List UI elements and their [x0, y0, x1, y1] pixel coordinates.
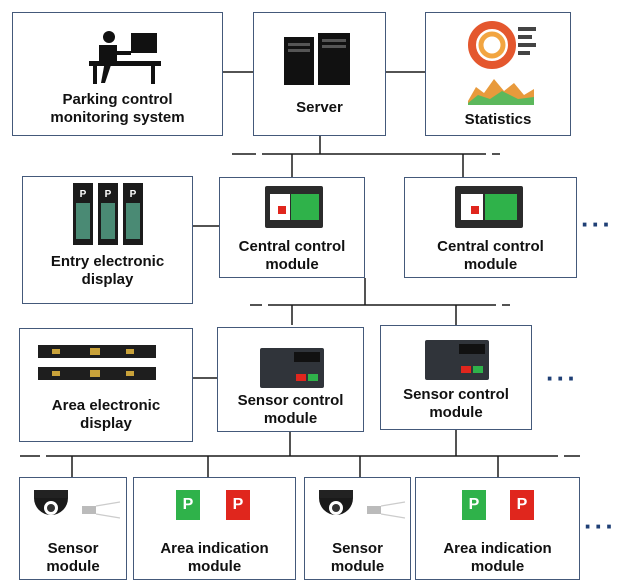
svg-text:P: P [80, 189, 87, 200]
sensor-control-label-1: Sensor control module [237, 392, 344, 427]
parking-monitoring-label: Parking control monitoring system [50, 91, 185, 126]
sensor-controller-icon [260, 348, 324, 388]
more-sensor-control-ellipsis: ··· [546, 363, 578, 393]
control-panel-icon [455, 186, 523, 228]
occupied-sign-icon: P [226, 490, 250, 520]
more-central-modules-ellipsis: ··· [581, 209, 613, 239]
central-control-label-1: Central control module [238, 238, 346, 273]
camera-sensor-icon [34, 490, 121, 519]
area-display-label: Area electronic display [51, 397, 161, 432]
area-display-node: Area electronic display [19, 328, 193, 442]
sensor-module-label-1: Sensor module [46, 540, 100, 575]
area-display-icon [38, 345, 156, 380]
operator-desk-icon [89, 31, 161, 84]
entry-display-icon: P P P [73, 183, 143, 245]
area-indication-node-2: P P Area indication module [415, 477, 580, 580]
sensor-controller-icon [425, 340, 489, 380]
central-control-label-2: Central control module [437, 238, 544, 273]
server-icon [284, 33, 350, 85]
area-indication-label-1: Area indication module [160, 540, 269, 575]
available-sign-icon: P [176, 490, 200, 520]
server-label: Server [296, 99, 343, 116]
statistics-node: Statistics [425, 12, 571, 136]
sensor-control-node-1: Sensor control module [217, 327, 364, 432]
svg-text:P: P [130, 189, 137, 200]
statistics-label: Statistics [464, 111, 532, 128]
sensor-control-label-2: Sensor control module [403, 386, 509, 421]
area-indication-label-2: Area indication module [443, 540, 552, 575]
parking-monitoring-node: Parking control monitoring system [12, 12, 223, 136]
sensor-module-node-2: Sensor module [304, 477, 411, 580]
sensor-module-node-1: Sensor module [19, 477, 127, 580]
control-panel-icon [265, 186, 323, 228]
statistics-chart-icon [468, 21, 536, 105]
svg-text:P: P [105, 189, 112, 200]
occupied-sign-icon: P [510, 490, 534, 520]
more-modules-ellipsis: ··· [584, 511, 616, 541]
server-node: Server [253, 12, 386, 136]
area-indication-node-1: P P Area indication module [133, 477, 296, 580]
sensor-control-node-2: Sensor control module [380, 325, 532, 430]
sensor-module-label-2: Sensor module [330, 540, 385, 575]
entry-display-node: P P P Entry electronic display [22, 176, 193, 304]
central-control-node-2: Central control module [404, 177, 577, 278]
entry-display-label: Entry electronic display [50, 253, 165, 288]
camera-sensor-icon [319, 490, 406, 519]
central-control-node-1: Central control module [219, 177, 365, 278]
available-sign-icon: P [462, 490, 486, 520]
